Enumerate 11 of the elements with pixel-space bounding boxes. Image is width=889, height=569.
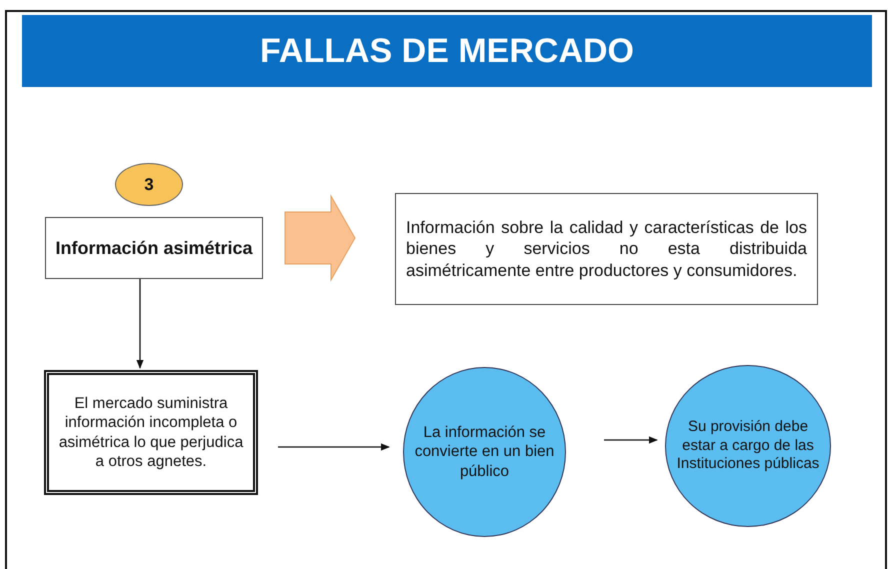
number-badge: 3 — [115, 163, 183, 206]
ellipse-node: Su provisión debe estar a cargo de las Instituciones públicas — [665, 365, 831, 527]
block-arrow — [284, 194, 356, 282]
description-box: Información sobre la calidad y características de los bienes y servicios no esta distribuida asimétricamente entre productores y consumidores. — [395, 193, 818, 305]
arrow — [278, 443, 390, 451]
ellipse-node: La información se convierte en un bien público — [403, 367, 566, 537]
process-box: El mercado suministra información incompleta o asimétrica lo que perjudica a otros agnetes. — [44, 370, 258, 495]
process-box: Información asimétrica — [45, 217, 263, 279]
arrow — [604, 436, 658, 444]
arrow — [136, 279, 144, 369]
title-banner: FALLAS DE MERCADO — [22, 15, 872, 87]
